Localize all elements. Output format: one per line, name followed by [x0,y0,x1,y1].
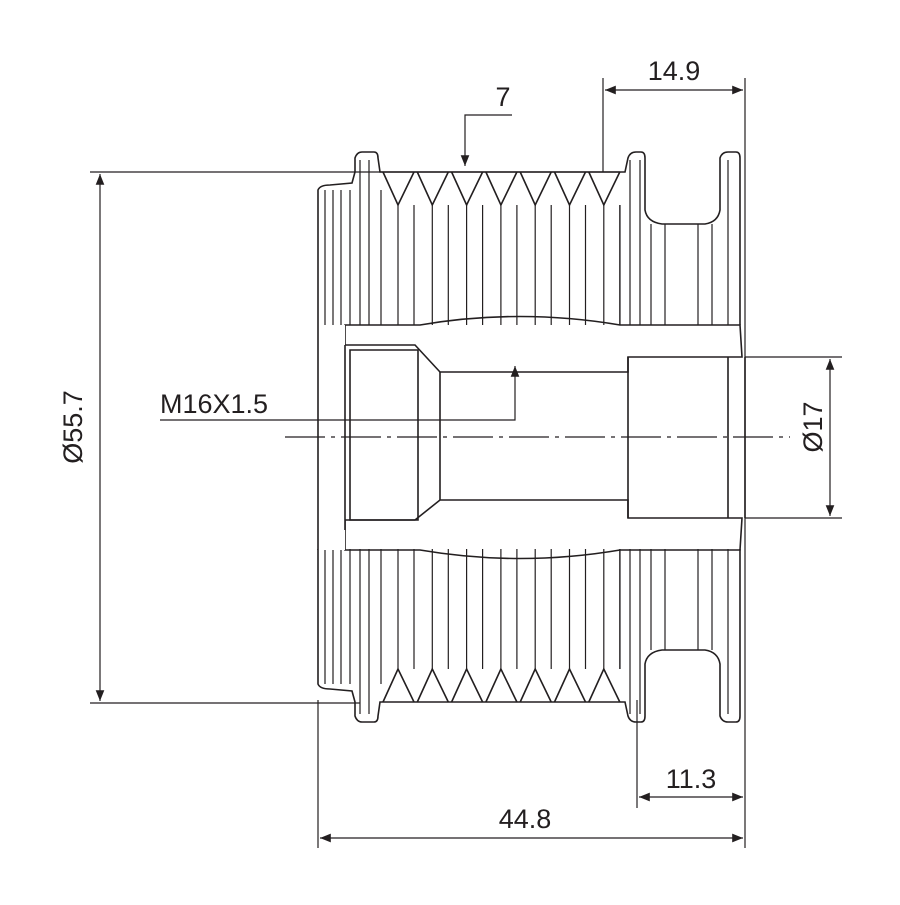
pulley-upper-half [317,151,741,325]
section-view [285,315,790,560]
v-groove [382,171,621,207]
dimension-lines [90,78,842,848]
pulley-lower-half [317,548,741,723]
rib-grooves [382,171,621,207]
bore-diameter-label: Ø17 [798,401,828,452]
rib-count-label: 7 [495,82,510,112]
right-offset-label: 14.9 [648,56,701,86]
rib-lines [324,160,729,325]
hub-length-label: 11.3 [666,764,717,794]
total-length-label: 44.8 [499,804,552,834]
thread-label: M16X1.5 [160,389,268,419]
outer-diameter-label: Ø55.7 [58,390,88,464]
